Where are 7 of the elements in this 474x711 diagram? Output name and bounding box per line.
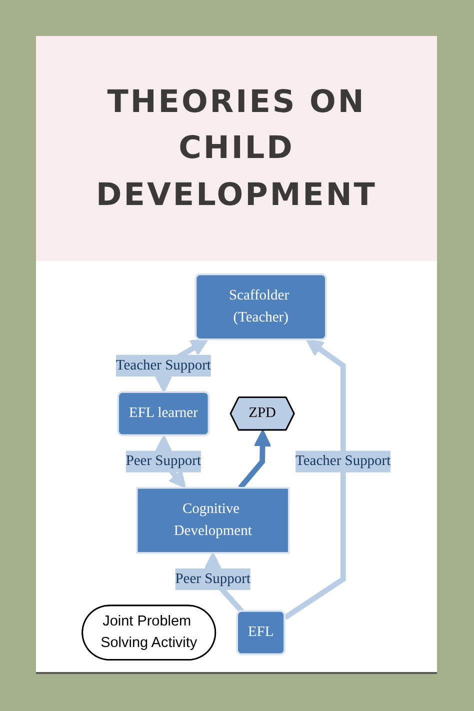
node-box: Cognitive Development [136,486,290,554]
edge-label: Peer Support [126,453,202,469]
poster-title: THEORIES ON CHILD DEVELOPMENT [95,82,378,215]
edge-label: Peer Support [175,571,250,586]
edge-label: Teacher Support [296,453,391,469]
edge-label: Teacher Support [116,358,211,373]
arrow [284,339,346,620]
